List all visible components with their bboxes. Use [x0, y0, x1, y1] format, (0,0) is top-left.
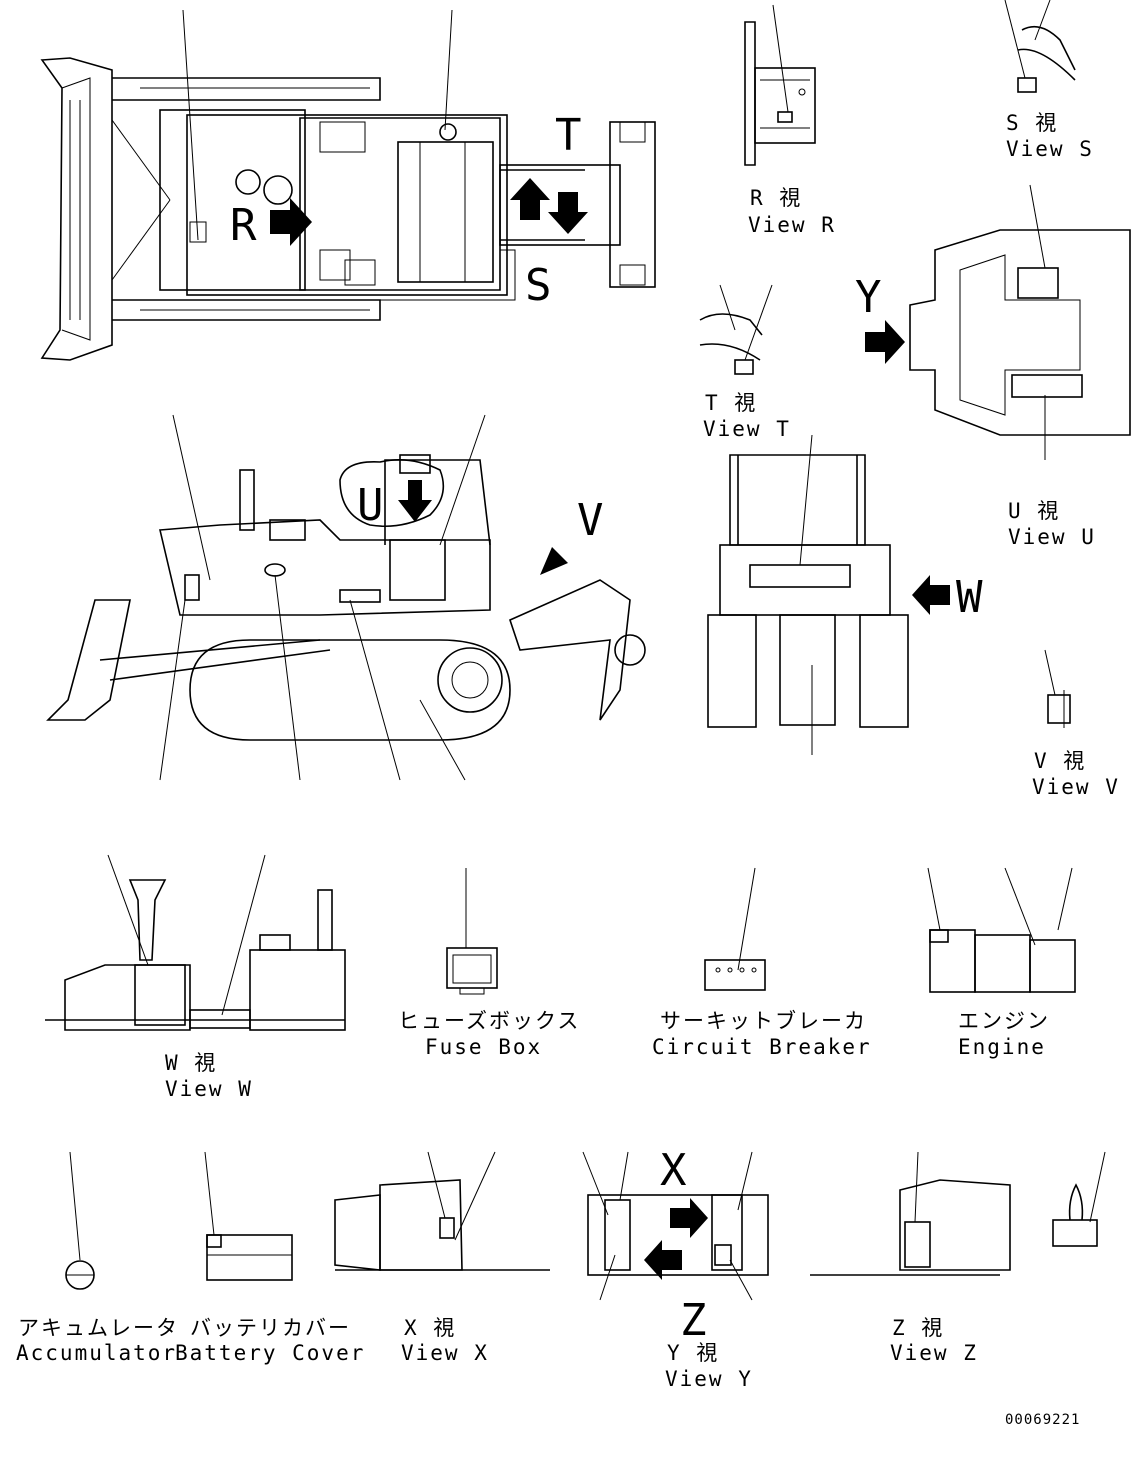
arrow-z-icon [644, 1240, 682, 1280]
label-battery-cover-jp: バッテリカバー [190, 1316, 351, 1340]
arrow-u-icon [398, 480, 432, 522]
view-u: U 視 View U [1008, 499, 1096, 549]
label-view-w-en: View W [165, 1077, 253, 1101]
view-letter-y: Y [855, 272, 882, 323]
view-s: S 視 View S [1004, 0, 1094, 161]
label-view-w-jp: W 視 [165, 1051, 217, 1075]
label-engine-jp: エンジン [958, 1009, 1050, 1033]
label-view-s-en: View S [1006, 137, 1094, 161]
label-view-v-jp: V 視 [1034, 749, 1086, 773]
accumulator: アキュムレータ Accumulator [16, 1151, 179, 1365]
view-letter-t: T [555, 110, 582, 161]
view-t: T 視 View T [699, 284, 791, 441]
label-view-x-jp: X 視 [404, 1316, 456, 1340]
label-engine-en: Engine [958, 1035, 1046, 1059]
label-view-r-jp: R 視 [750, 186, 802, 210]
rear-view-dozer: W [707, 434, 983, 755]
view-letter-r: R [230, 200, 257, 251]
label-accumulator-jp: アキュムレータ [18, 1316, 179, 1340]
label-fuse-box-en: Fuse Box [425, 1035, 542, 1059]
view-letter-w: W [956, 572, 983, 623]
view-v: V 視 View V [1032, 649, 1120, 799]
label-view-u-jp: U 視 [1008, 499, 1060, 523]
label-view-t-en: View T [703, 417, 791, 441]
view-letter-z: Z [680, 1295, 707, 1346]
arrow-t-icon [510, 178, 550, 220]
view-z: Z 視 View Z [810, 1151, 1106, 1365]
label-battery-cover-en: Battery Cover [175, 1341, 365, 1365]
label-view-y-en: View Y [665, 1367, 753, 1391]
label-view-v-en: View V [1032, 775, 1120, 799]
drawing-number: 00069221 [1005, 1412, 1080, 1428]
engine: エンジン Engine [927, 867, 1076, 1059]
arrow-r-icon [270, 198, 312, 246]
view-letter-x: X [660, 1145, 687, 1196]
label-view-t-jp: T 視 [705, 391, 757, 415]
arrow-x-icon [670, 1198, 708, 1238]
label-view-z-jp: Z 視 [892, 1316, 944, 1340]
side-view-dozer: U V [46, 414, 646, 781]
arrow-w-icon [912, 575, 950, 615]
circuit-breaker: サーキットブレーカ Circuit Breaker [652, 867, 872, 1059]
arrow-y-icon [865, 320, 905, 364]
arrow-v-icon [540, 540, 575, 575]
view-y: X Z Y 視 View Y [582, 1145, 769, 1391]
view-w: W 視 View W [45, 854, 346, 1101]
label-fuse-box-jp: ヒューズボックス [398, 1009, 580, 1033]
label-circuit-breaker-en: Circuit Breaker [652, 1035, 872, 1059]
label-view-z-en: View Z [890, 1341, 978, 1365]
top-view-dozer: R T S [40, 9, 656, 361]
view-x: X 視 View X [334, 1151, 550, 1365]
view-y-floor: Y [855, 184, 1131, 460]
view-letter-u: U [357, 480, 384, 531]
label-view-r-en: View R [748, 213, 836, 237]
fuse-box: ヒューズボックス Fuse Box [398, 868, 580, 1059]
label-view-u-en: View U [1008, 525, 1096, 549]
label-view-y-jp: Y 視 [667, 1341, 719, 1365]
label-view-x-en: View X [401, 1341, 489, 1365]
battery-cover: バッテリカバー Battery Cover [175, 1151, 365, 1365]
view-r: R 視 View R [744, 4, 836, 237]
arrow-s-icon [548, 192, 588, 234]
label-accumulator-en: Accumulator [16, 1341, 177, 1365]
view-letter-v: V [577, 495, 604, 546]
view-letter-s: S [525, 260, 552, 311]
label-view-s-jp: S 視 [1006, 111, 1058, 135]
label-circuit-breaker-jp: サーキットブレーカ [660, 1009, 867, 1033]
